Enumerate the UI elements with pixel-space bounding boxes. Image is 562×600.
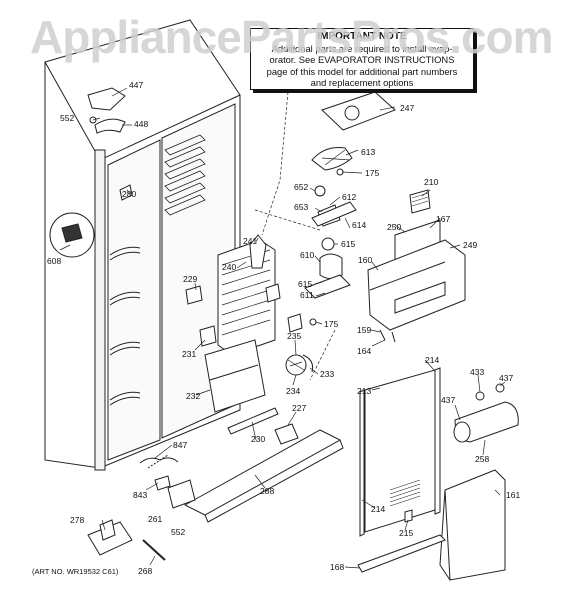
part-label: 843	[133, 490, 147, 500]
part-label: 610	[300, 250, 314, 260]
part-label: 249	[463, 240, 477, 250]
part-label: 159	[357, 325, 371, 335]
part-label: 215	[399, 528, 413, 538]
watermark: AppliancePartsPros.com	[30, 11, 554, 63]
part-label: 552	[60, 113, 74, 123]
part-label: 613	[361, 147, 375, 157]
note-line: orator. See EVAPORATOR INSTRUCTIONS	[269, 54, 455, 65]
part-label: 437	[499, 373, 513, 383]
art-number: (ART NO. WR19532 C61)	[32, 567, 119, 576]
part-label: 278	[70, 515, 84, 525]
part-label: 652	[294, 182, 308, 192]
cover-161	[439, 469, 506, 581]
part-label: 168	[330, 562, 344, 572]
part-label: 247	[400, 103, 414, 113]
part-label: 167	[436, 214, 450, 224]
part-label: 608	[47, 256, 61, 266]
note-line: page of this model for additional part n…	[266, 65, 458, 77]
part-label: 611	[300, 290, 314, 300]
part-labels: 447 552 448 280 608 241 240 229 231 232 …	[47, 80, 520, 576]
part-label: 614	[352, 220, 366, 230]
fan-motor	[319, 253, 343, 279]
part-label: 615	[341, 239, 355, 249]
part-label: 232	[186, 391, 200, 401]
part-label: 234	[286, 386, 300, 396]
part-label: 437	[441, 395, 455, 405]
part-label: 612	[342, 192, 356, 202]
part-label: 235	[287, 331, 301, 341]
note-line: and replacement options	[310, 77, 414, 88]
part-label: 160	[358, 255, 372, 265]
part-label: 268	[138, 566, 152, 576]
part-label: 448	[134, 119, 148, 129]
part-label: 258	[475, 454, 489, 464]
part-label: 231	[182, 349, 196, 359]
part-label: 552	[171, 527, 185, 537]
part-label: 210	[424, 177, 438, 187]
part-label: 261	[148, 514, 162, 524]
part-label: 615	[298, 279, 312, 289]
part-label: 214	[425, 355, 439, 365]
evaporator	[204, 234, 276, 413]
note-title: IMPORTANT NOTE	[317, 31, 407, 42]
part-label: 229	[183, 274, 197, 284]
important-note-box: IMPORTANT NOTE Additional parts are requ…	[250, 28, 474, 90]
part-label: 433	[470, 367, 484, 377]
part-label: 847	[173, 440, 187, 450]
part-label: 161	[506, 490, 520, 500]
part-label: 213	[357, 386, 371, 396]
part-label: 175	[324, 319, 338, 329]
note-line: Additional parts are required to install…	[271, 42, 453, 54]
part-label: 240	[222, 262, 236, 272]
part-label: 241	[243, 236, 257, 246]
part-label: 288	[260, 486, 274, 496]
part-label: 447	[129, 80, 143, 90]
part-label: 230	[251, 434, 265, 444]
part-label: 250	[387, 222, 401, 232]
part-label: 175	[365, 168, 379, 178]
part-label: 653	[294, 202, 308, 212]
part-label: 233	[320, 369, 334, 379]
part-label: 164	[357, 346, 371, 356]
part-label: 214	[371, 504, 385, 514]
part-label: 227	[292, 403, 306, 413]
part-label: 280	[122, 189, 136, 199]
fan-housing	[367, 239, 466, 331]
